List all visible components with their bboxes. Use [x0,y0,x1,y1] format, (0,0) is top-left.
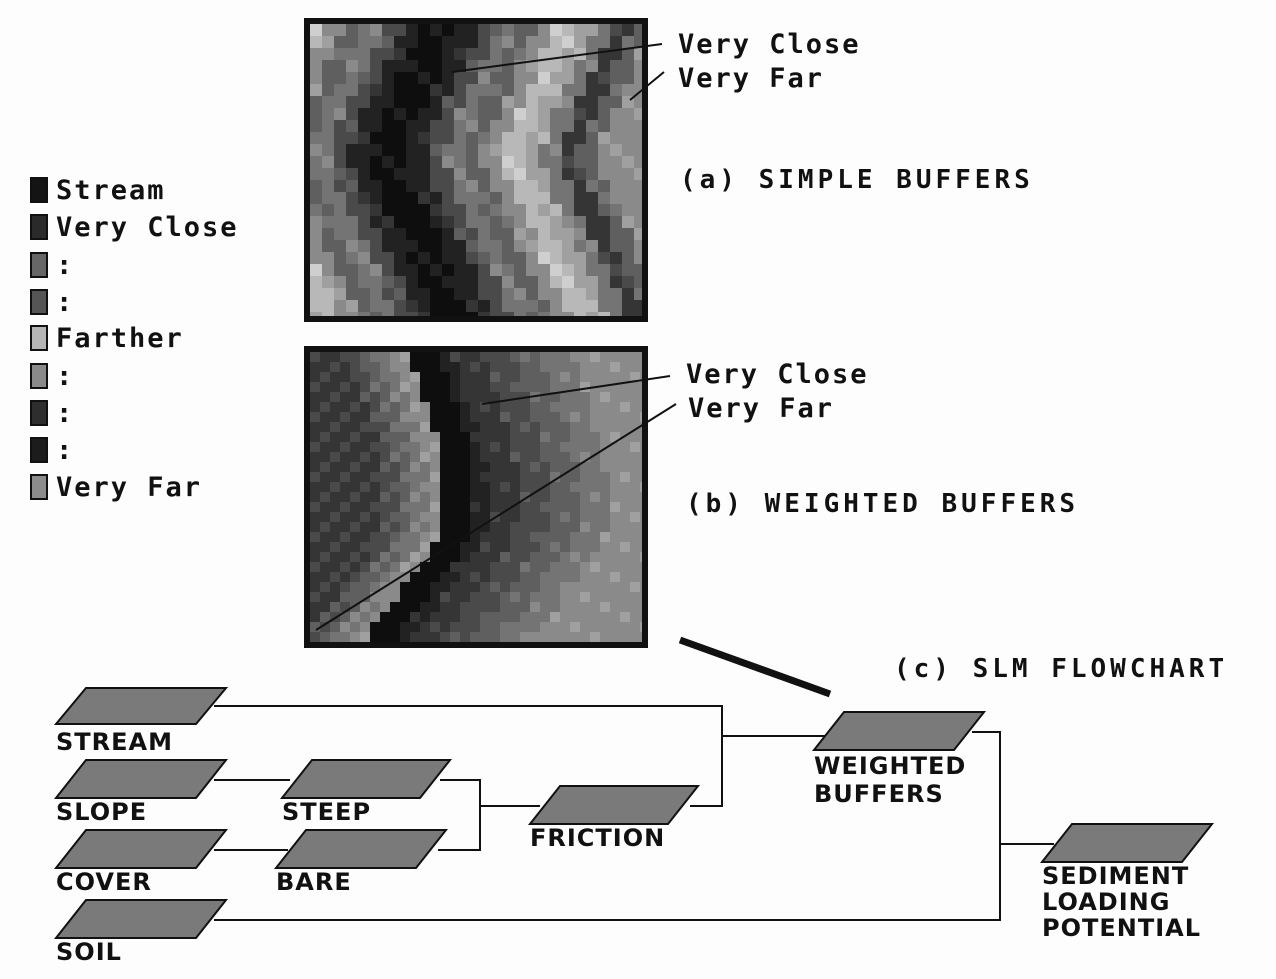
legend-item: Farther [30,324,184,352]
node-label-potential: POTENTIAL [1042,914,1202,942]
node-label-soil: SOIL [56,938,122,966]
callout-line-a-far [629,71,665,101]
node-label-buffers: BUFFERS [814,780,944,808]
node-label-cover: COVER [56,868,152,896]
link-stream-weighted [214,705,723,807]
legend-label: : [56,434,75,466]
node-label-loading: LOADING [1042,888,1171,916]
legend-swatch [30,252,48,278]
node-sediment [1039,823,1215,863]
panel-b-very-far-label: Very Far [688,393,835,424]
node-soil [53,899,229,939]
node-label-steep: STEEP [282,798,372,826]
legend-swatch [30,177,48,203]
legend-item: : [30,288,74,316]
node-label-weighted: WEIGHTED [814,752,967,780]
legend-swatch [30,325,48,351]
legend-item: : [30,251,74,279]
legend-item: : [30,362,74,390]
legend-swatch [30,363,48,389]
node-friction [527,785,701,825]
legend-swatch [30,289,48,315]
node-cover [53,829,229,869]
panel-a-caption: (a) SIMPLE BUFFERS [680,165,1034,195]
panel-a-very-far-label: Very Far [678,63,825,94]
link-weighted-sediment [214,731,1001,921]
legend-swatch [30,400,48,426]
node-label-sediment: SEDIMENT [1042,862,1190,890]
callout-line-a-close [451,43,663,73]
legend-item: : [30,399,74,427]
panel-b-very-close-label: Very Close [686,359,869,390]
weighted-buffers-raster [310,352,642,642]
node-slope [53,759,229,799]
legend-label: Stream [56,174,166,206]
legend-label: Farther [56,322,184,354]
legend-item: Very Far [30,473,202,501]
weighted-buffers-map [304,346,648,648]
legend-swatch [30,437,48,463]
panel-b-caption: (b) WEIGHTED BUFFERS [686,489,1080,519]
link-steep-bare-friction [438,779,481,851]
node-bare [273,829,449,869]
legend-label: : [56,286,75,318]
legend-label: Very Close [56,211,239,243]
node-label-stream: STREAM [56,728,173,756]
legend-label: : [56,249,75,281]
legend-item: Very Close [30,213,239,241]
node-weighted-buffers [811,711,987,751]
callout-line-b-far [315,403,677,631]
legend-label: Very Far [56,471,203,503]
legend-swatch [30,214,48,240]
legend-label: : [56,397,75,429]
legend-label: : [56,360,75,392]
panel-a-very-close-label: Very Close [678,29,861,60]
node-label-bare: BARE [276,868,352,896]
legend-swatch [30,474,48,500]
node-label-slope: SLOPE [56,798,148,826]
flowchart-caption: (c) SLM FLOWCHART [894,654,1229,684]
node-label-friction: FRICTION [530,824,666,852]
legend-item: : [30,436,74,464]
callout-line-b-close [481,375,671,405]
node-stream [53,687,229,725]
map-to-flowchart-connector [678,636,832,698]
node-steep [279,759,453,799]
legend-item: Stream [30,176,166,204]
